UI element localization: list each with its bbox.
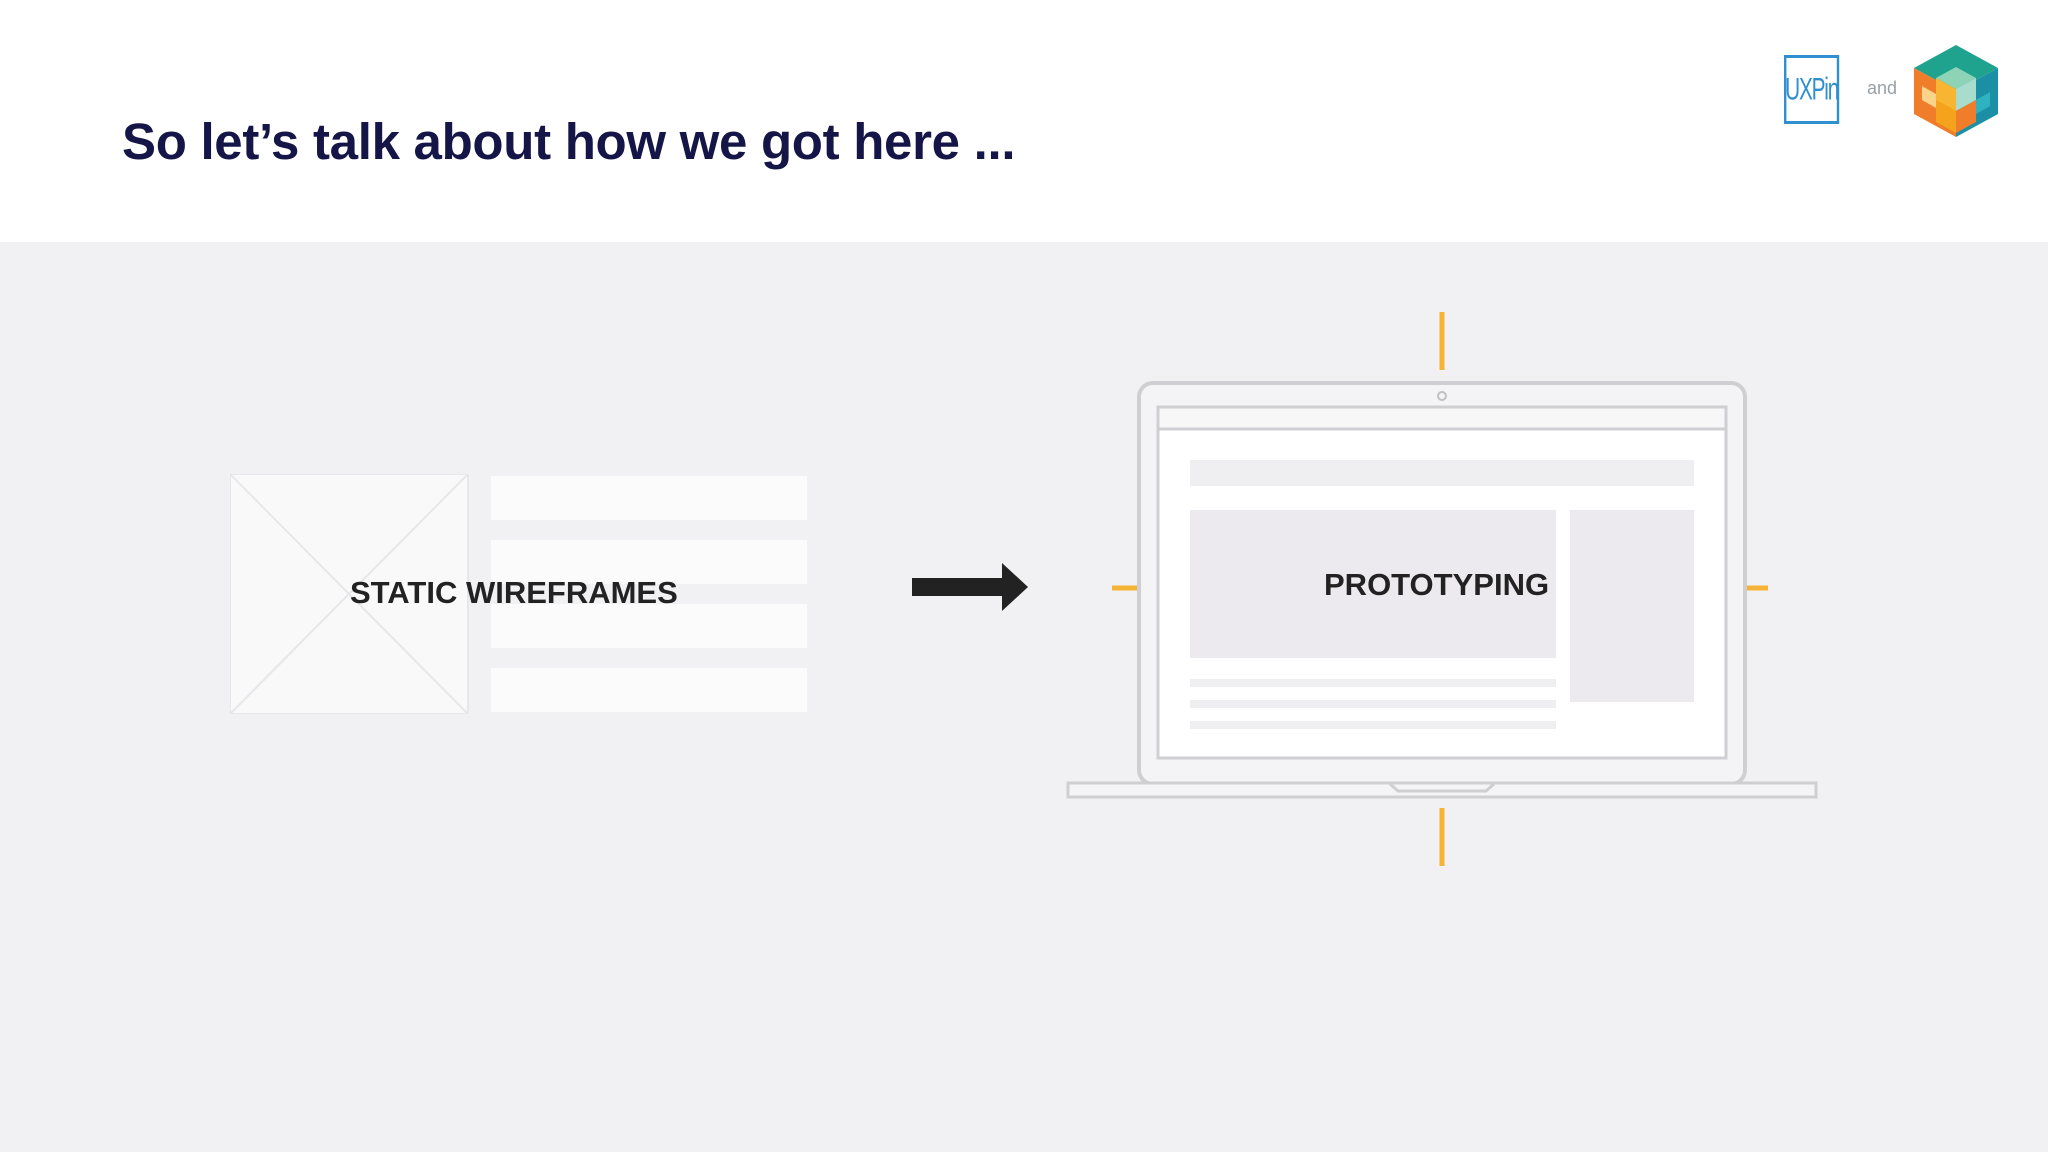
wireframe-block-4: [491, 668, 807, 712]
cube-logo-icon: [1910, 42, 2002, 140]
arrow-right-icon: [912, 563, 1028, 611]
static-wireframes-label: STATIC WIREFRAMES: [350, 575, 678, 611]
slide-title: So let’s talk about how we got here ...: [122, 112, 1015, 171]
uxpin-logo: UXPin: [1784, 55, 1839, 124]
logo-connector-text: and: [1867, 78, 1897, 99]
uxpin-logo-text: UXPin: [1785, 71, 1838, 108]
prototyping-label: PROTOTYPING: [1324, 567, 1549, 603]
slide-header: So let’s talk about how we got here ... …: [0, 0, 2048, 242]
wireframe-block-1: [491, 476, 807, 520]
